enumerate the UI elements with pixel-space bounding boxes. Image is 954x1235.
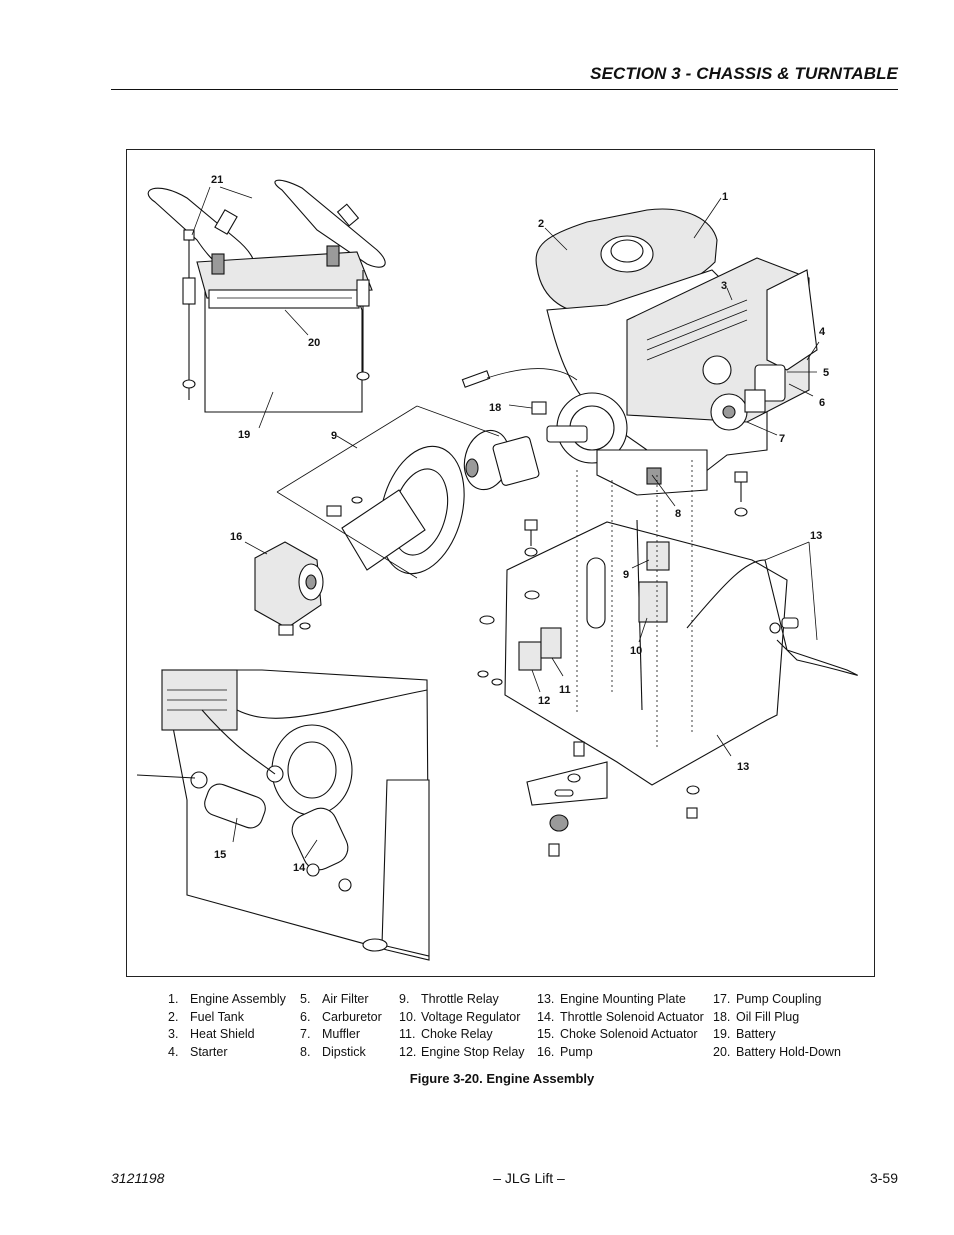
legend-item: 16.Pump [537, 1044, 593, 1059]
legend-column-3: 9.Throttle Relay 10.Voltage Regulator 11… [399, 991, 525, 1061]
legend-item: 19.Battery [713, 1027, 776, 1042]
callout-12: 12 [538, 695, 550, 707]
document-number: 3121198 [111, 1170, 165, 1186]
legend-item: 20.Battery Hold-Down [713, 1044, 841, 1059]
callout-14: 14 [293, 862, 306, 874]
engine-assembly-drawing: 21 20 19 1 2 3 4 5 6 7 8 18 9 9 10 11 12… [136, 174, 858, 961]
legend-item: 6.Carburetor [300, 1009, 382, 1024]
callout-13-plate: 13 [737, 761, 749, 773]
engine-assembly [461, 208, 818, 496]
callout-16: 16 [230, 531, 242, 543]
legend-item: 11.Choke Relay [399, 1027, 493, 1042]
legend-item: 5.Air Filter [300, 992, 369, 1006]
callout-5: 5 [823, 367, 829, 379]
callout-8: 8 [675, 508, 681, 520]
callout-3: 3 [721, 280, 727, 292]
callout-18: 18 [489, 402, 501, 414]
engine-assembly-figure: 21 20 19 1 2 3 4 5 6 7 8 18 9 9 10 11 12… [126, 149, 875, 977]
callout-4: 4 [819, 326, 826, 338]
legend-item: 2.Fuel Tank [168, 1009, 244, 1024]
legend-item: 14.Throttle Solenoid Actuator [537, 1009, 704, 1024]
pump-coupling-housing [276, 405, 540, 579]
legend-item: 18.Oil Fill Plug [713, 1009, 800, 1024]
legend-column-5: 17.Pump Coupling 18.Oil Fill Plug 19.Bat… [713, 991, 841, 1061]
callout-7: 7 [779, 433, 785, 445]
throttle-cable [686, 559, 858, 676]
engine-mounting-plate [477, 460, 788, 857]
legend-item: 8.Dipstick [300, 1044, 366, 1059]
header-rule [111, 89, 898, 90]
callout-10: 10 [630, 645, 642, 657]
legend-column-2: 5.Air Filter 6.Carburetor 7.Muffler 8.Di… [300, 991, 382, 1061]
figure-caption: Figure 3-20. Engine Assembly [409, 1071, 595, 1086]
legend-item: 13.Engine Mounting Plate [537, 992, 686, 1006]
legend-item: 9.Throttle Relay [399, 992, 499, 1006]
legend-item: 10.Voltage Regulator [399, 1009, 521, 1024]
callout-2: 2 [538, 218, 544, 230]
callout-9-coupling: 9 [331, 430, 337, 442]
solenoid-detail-inset [136, 669, 430, 961]
callout-13-cable: 13 [810, 530, 822, 542]
page-number: 3-59 [869, 1170, 898, 1186]
legend-item: 1.Engine Assembly [168, 992, 286, 1006]
legend-item: 4.Starter [168, 1044, 228, 1059]
section-title: SECTION 3 - CHASSIS & TURNTABLE [590, 64, 898, 83]
legend-item: 7.Muffler [300, 1027, 360, 1042]
legend-item: 3.Heat Shield [168, 1027, 255, 1042]
callout-20: 20 [308, 337, 320, 349]
callout-6: 6 [819, 397, 825, 409]
legend-item: 17.Pump Coupling [713, 992, 822, 1006]
publisher-name: – JLG Lift – [493, 1170, 565, 1186]
legend-column-4: 13.Engine Mounting Plate 14.Throttle Sol… [537, 991, 704, 1061]
callout-15: 15 [214, 849, 226, 861]
legend-item: 15.Choke Solenoid Actuator [537, 1027, 698, 1042]
callout-1: 1 [722, 191, 728, 203]
pump [254, 541, 324, 636]
callout-21: 21 [211, 174, 223, 186]
callout-19: 19 [238, 429, 250, 441]
legend-item: 12.Engine Stop Relay [399, 1044, 525, 1059]
battery [182, 229, 373, 413]
legend-column-1: 1.Engine Assembly 2.Fuel Tank 3.Heat Shi… [168, 991, 286, 1061]
leader-lines [191, 186, 820, 859]
callout-labels: 21 20 19 1 2 3 4 5 6 7 8 18 9 9 10 11 12… [211, 174, 829, 874]
callout-11: 11 [559, 684, 571, 696]
callout-9-throttle-relay: 9 [623, 569, 629, 581]
